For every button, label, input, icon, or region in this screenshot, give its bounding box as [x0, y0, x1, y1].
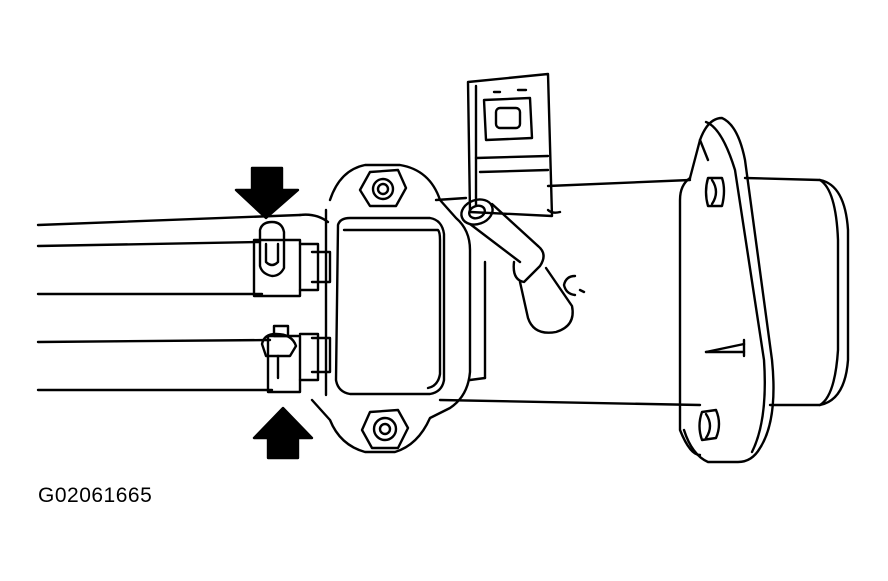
up-arrow-icon: [252, 406, 314, 460]
vacuum-fitting: [460, 198, 574, 334]
flange-pin: [704, 338, 746, 358]
flange: [678, 116, 850, 464]
upper-hose: [36, 213, 330, 296]
bottom-nut: [360, 408, 410, 450]
upper-hose-clamp: [252, 220, 302, 298]
upper-connector: [298, 242, 332, 292]
flange-bolt-upper: [704, 176, 726, 208]
top-nut: [358, 168, 408, 208]
figure-id-label: G02061665: [38, 484, 153, 507]
main-housing: [434, 178, 702, 407]
lower-hose: [36, 338, 274, 392]
module-mounting-plate: [310, 163, 472, 454]
module-body: [334, 216, 446, 396]
lower-hose-clamp: [260, 324, 302, 394]
lower-connector: [298, 332, 332, 382]
down-arrow-icon: [234, 166, 300, 220]
label-tag: [466, 72, 554, 218]
flange-bolt-lower: [698, 408, 721, 442]
